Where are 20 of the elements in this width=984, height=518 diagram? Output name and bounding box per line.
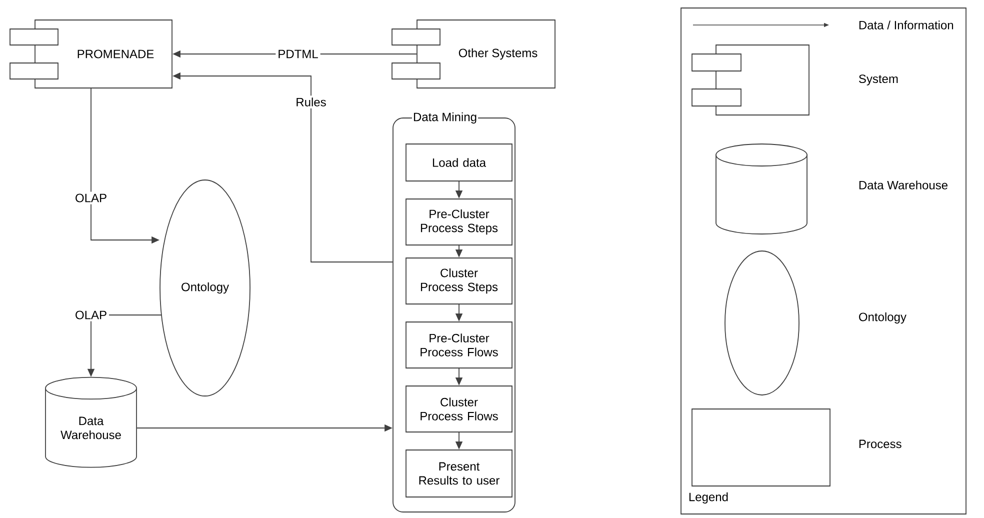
process-box: Pre-Cluster Process Flows — [406, 322, 512, 368]
legend-text: Process — [859, 440, 902, 448]
edge-label: OLAP — [73, 192, 110, 204]
database-cylinder: Data Warehouse — [45, 376, 137, 468]
system-box: Other Systems — [392, 20, 556, 88]
process-box: Cluster Process Steps — [406, 258, 512, 304]
edge-label: Rules — [294, 96, 328, 108]
group-heading: Data Mining — [412, 111, 478, 125]
edge-label: PDTML — [276, 48, 320, 60]
legend-title: Legend — [689, 492, 728, 504]
legend-text: Data / Information — [859, 20, 954, 30]
legend-text: Data Warehouse — [859, 180, 948, 190]
process-box: Present Results to user — [406, 450, 512, 498]
legend-text: System — [859, 74, 898, 86]
process-box: Pre-Cluster Process Steps — [406, 198, 512, 246]
process-box: Load data — [406, 144, 512, 182]
process-box: Cluster Process Flows — [406, 386, 512, 432]
system-box: PROMENADE — [10, 20, 172, 88]
legend-text: Ontology — [859, 312, 906, 324]
edge-label: OLAP — [73, 308, 110, 322]
